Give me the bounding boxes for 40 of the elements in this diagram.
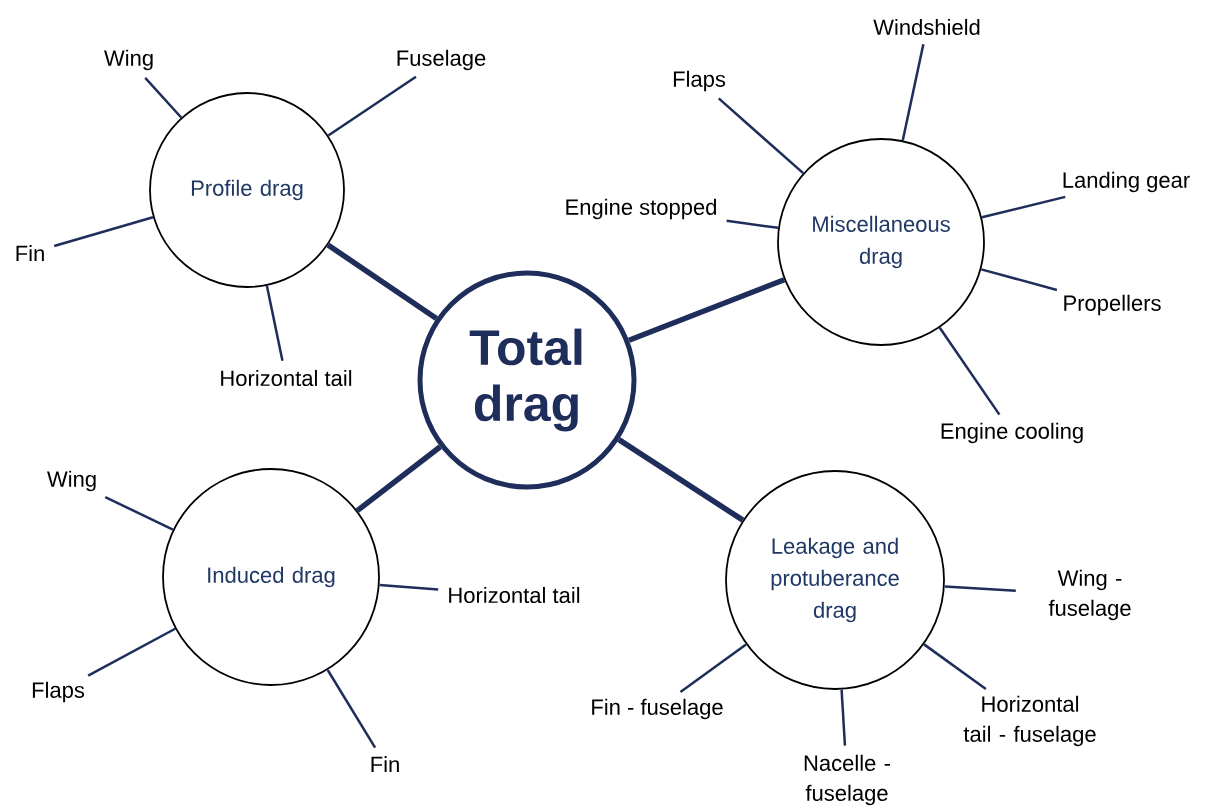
item-label: Landing gear: [1063, 171, 1190, 193]
leader-line: [726, 219, 779, 230]
item-label: Fin: [371, 756, 399, 772]
connector-line: [617, 437, 745, 523]
item-label: Windshield: [873, 18, 980, 36]
connector-line: [628, 277, 786, 343]
leader-line: [326, 669, 377, 749]
leader-line: [717, 97, 804, 175]
item-label: Horizontal tail: [449, 586, 580, 604]
item-label: Engine cooling: [941, 422, 1083, 444]
leader-line: [679, 643, 747, 694]
leader-line: [901, 43, 925, 141]
leader-line: [840, 689, 847, 746]
item-label: Wing - fuselage: [1048, 569, 1131, 621]
leader-line: [144, 77, 183, 119]
leader-line: [53, 216, 154, 248]
item-label: Fin - fuselage: [592, 698, 723, 720]
item-label: Propellers: [1064, 294, 1161, 316]
connector-line: [355, 444, 442, 513]
item-label: Nacelle - fuselage: [804, 754, 890, 806]
leader-line: [327, 75, 417, 137]
item-label: Fuselage: [397, 49, 486, 71]
leader-line: [87, 627, 176, 677]
item-label: Wing: [47, 470, 96, 492]
leader-line: [981, 195, 1066, 219]
leader-line: [944, 585, 1016, 592]
leader-line: [379, 583, 439, 591]
item-label: Flaps: [32, 681, 85, 703]
item-label: Horizontal tail: [221, 369, 352, 387]
item-label: Engine stopped: [566, 198, 716, 220]
leader-line: [938, 326, 1001, 416]
leader-line: [980, 268, 1058, 292]
leader-line: [104, 495, 174, 531]
item-label: Fin: [16, 245, 44, 261]
item-label: Flaps: [673, 70, 726, 92]
item-label: Wing: [104, 49, 153, 71]
leader-line: [265, 285, 284, 362]
item-label: Horizontal tail - fuselage: [963, 695, 1096, 747]
connector-line: [326, 242, 438, 321]
leader-line: [923, 643, 987, 691]
